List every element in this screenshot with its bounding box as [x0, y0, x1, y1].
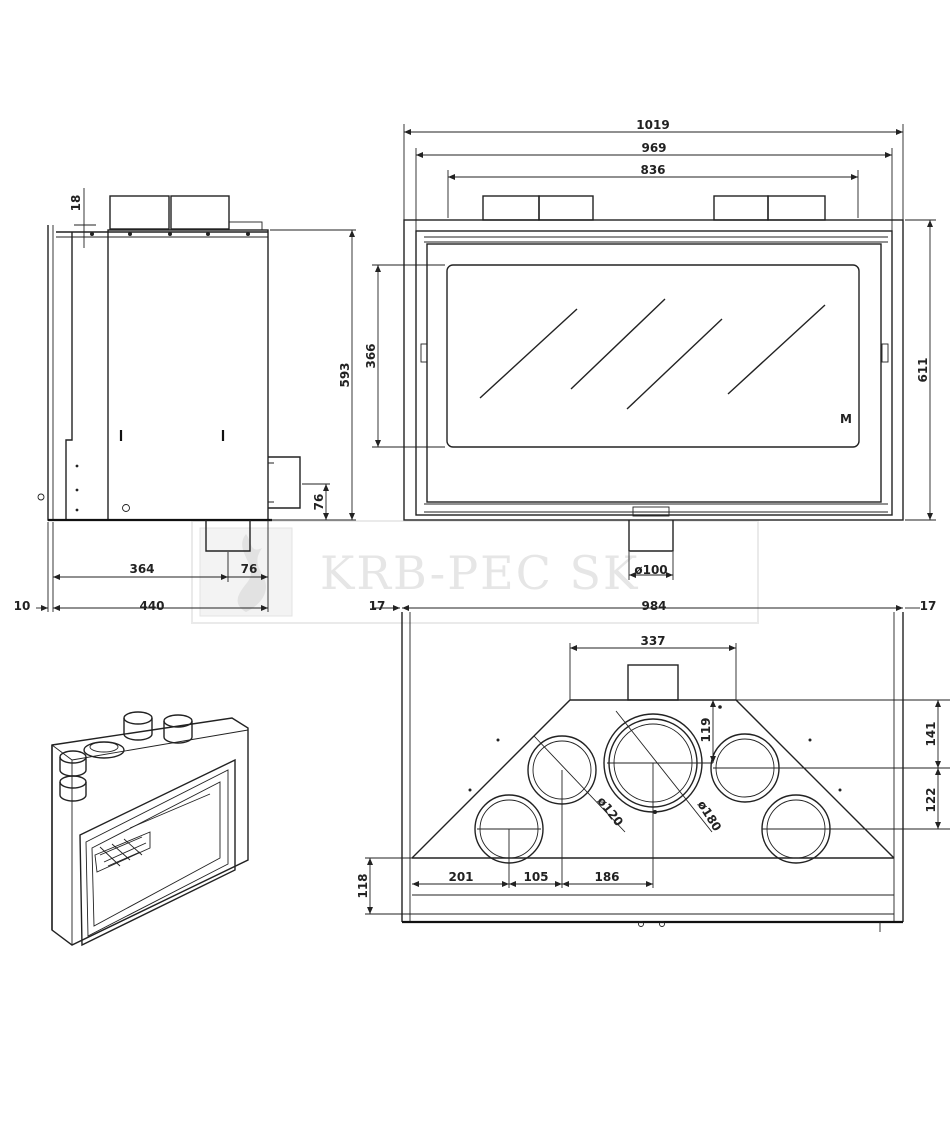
glass-mark: M	[840, 412, 852, 426]
dim-right-lower: 122	[924, 787, 938, 812]
dim-top-width-body: 984	[641, 599, 666, 613]
flame-logo-icon	[237, 534, 267, 612]
dim-outlet-width: 76	[241, 562, 258, 576]
dim-front-height: 611	[916, 357, 930, 382]
dim-front-width-spigots: 836	[640, 163, 665, 177]
dim-top-left-margin: 17	[369, 599, 386, 613]
dim-left-height: 118	[356, 873, 370, 898]
dim-center-offset: 119	[699, 717, 713, 742]
dim-dist-c: 186	[594, 870, 619, 884]
dim-glass-height: 366	[364, 343, 378, 368]
dim-side-height: 593	[338, 362, 352, 387]
dim-side-depth: 440	[139, 599, 164, 613]
dim-small-diameter: ø120	[594, 794, 626, 829]
dim-wall-gap: 10	[14, 599, 31, 613]
front-view: M 1019 969 836 366 611 ø100	[364, 118, 936, 580]
dim-top-right-margin: 17	[920, 599, 937, 613]
dim-front-width-overall: 1019	[636, 118, 669, 132]
dim-dist-a: 201	[448, 870, 473, 884]
top-view: 17 984 17 337 119 141 122 118 201 105	[356, 599, 950, 932]
dim-outlet-height: 76	[312, 494, 326, 511]
side-view: 18 593 76 364 76 10 440	[14, 188, 356, 613]
dim-top-offset: 18	[69, 195, 83, 212]
watermark-text: KRB-PEC SK	[320, 546, 639, 600]
dim-bottom-inlet: ø100	[634, 563, 667, 577]
dim-top-width: 337	[640, 634, 665, 648]
isometric-view	[51, 711, 249, 947]
dim-front-width-frame: 969	[641, 141, 666, 155]
dim-dist-b: 105	[523, 870, 548, 884]
dim-right-upper: 141	[924, 721, 938, 746]
dim-depth-to-outlet: 364	[129, 562, 154, 576]
